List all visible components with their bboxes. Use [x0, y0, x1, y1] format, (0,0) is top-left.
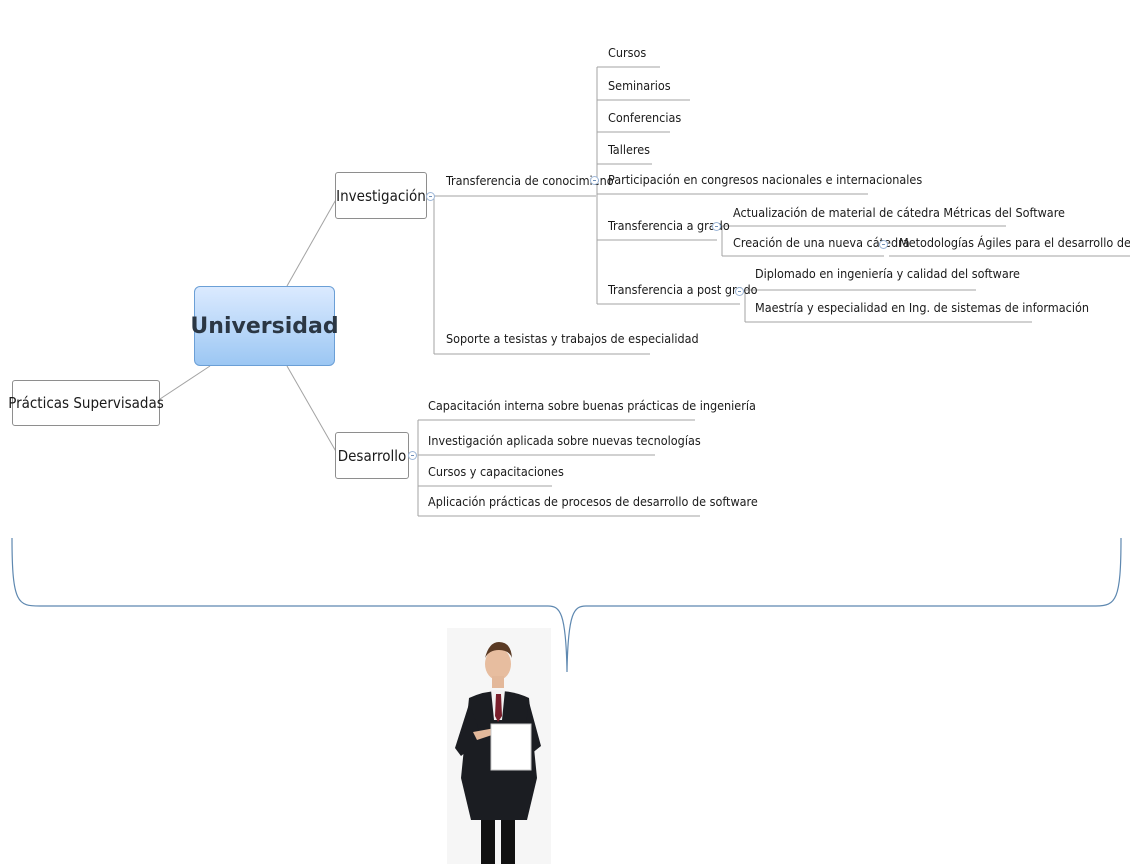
collapse-desarrollo-icon[interactable]	[408, 451, 417, 460]
node-metodologias[interactable]: Metodologías Ágiles para el desarrollo d…	[899, 235, 1130, 250]
topic-investigacion-label: Investigación	[336, 186, 426, 205]
node-transferencia-post[interactable]: Transferencia a post grado	[608, 282, 758, 297]
node-aplicacion-practicas[interactable]: Aplicación prácticas de procesos de desa…	[428, 494, 758, 509]
summary-brace	[11, 537, 1122, 673]
topic-desarrollo[interactable]: Desarrollo	[335, 432, 409, 479]
node-cursos[interactable]: Cursos	[608, 45, 647, 60]
connector-practicas	[159, 365, 211, 400]
collapse-transferencia-icon[interactable]	[590, 176, 599, 185]
node-participacion[interactable]: Participación en congresos nacionales e …	[608, 172, 923, 187]
node-maestria[interactable]: Maestría y especialidad en Ing. de siste…	[755, 300, 1089, 315]
collapse-post-icon[interactable]	[735, 287, 744, 296]
businessman-image	[447, 628, 551, 864]
connector-desarrollo	[286, 365, 339, 456]
node-actualizacion[interactable]: Actualización de material de cátedra Mét…	[733, 205, 1065, 220]
node-conferencias[interactable]: Conferencias	[608, 110, 682, 125]
central-topic[interactable]: Universidad	[190, 286, 339, 366]
collapse-grado-icon[interactable]	[712, 222, 721, 231]
node-diplomado[interactable]: Diplomado en ingeniería y calidad del so…	[755, 266, 1020, 281]
collapse-investigacion-icon[interactable]	[426, 192, 435, 201]
topic-investigacion[interactable]: Investigación	[335, 172, 427, 219]
node-seminarios[interactable]: Seminarios	[608, 78, 671, 93]
node-transferencia-grado[interactable]: Transferencia a grado	[608, 218, 730, 233]
topic-desarrollo-label: Desarrollo	[337, 446, 407, 465]
connector-investigacion	[286, 195, 339, 287]
topic-practicas-label: Prácticas Supervisadas	[8, 394, 164, 412]
topic-practicas[interactable]: Prácticas Supervisadas	[8, 380, 164, 426]
node-talleres[interactable]: Talleres	[608, 142, 650, 157]
node-cursos-capacitaciones[interactable]: Cursos y capacitaciones	[428, 464, 564, 479]
node-capacitacion-interna[interactable]: Capacitación interna sobre buenas prácti…	[428, 398, 756, 413]
node-investigacion-aplicada[interactable]: Investigación aplicada sobre nuevas tecn…	[428, 433, 701, 448]
node-creacion-catedra[interactable]: Creación de una nueva cátedra	[733, 235, 910, 250]
node-soporte[interactable]: Soporte a tesistas y trabajos de especia…	[446, 331, 699, 346]
node-transferencia-conocimiento[interactable]: Transferencia de conocimieno	[446, 173, 614, 188]
collapse-creacion-icon[interactable]	[879, 240, 888, 249]
